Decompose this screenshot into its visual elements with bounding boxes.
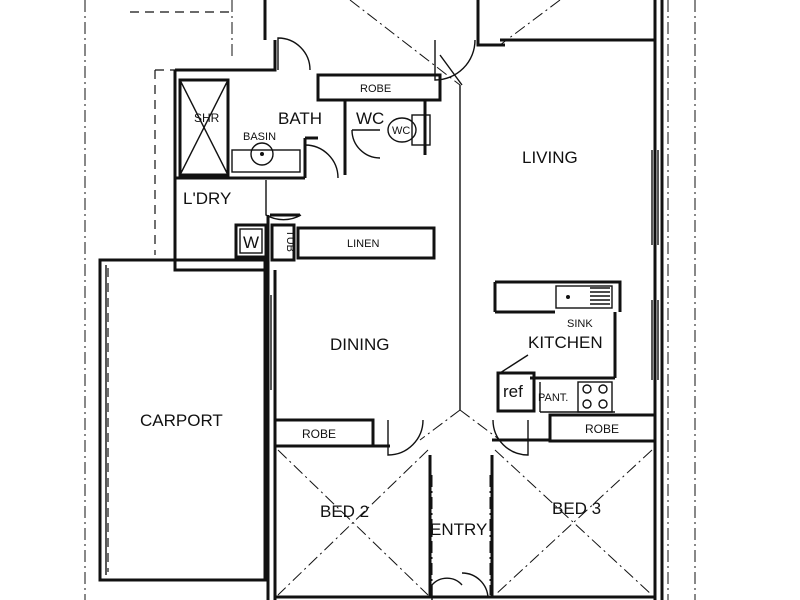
label-living: LIVING — [522, 148, 578, 167]
label-wc: WC — [356, 109, 384, 128]
label-ldry: L'DRY — [183, 189, 231, 208]
carport-structure — [98, 258, 267, 582]
label-bath: BATH — [278, 109, 322, 128]
fixtures — [178, 78, 615, 413]
label-linen: LINEN — [347, 238, 379, 250]
label-washer: W — [243, 233, 259, 252]
label-ref: ref — [503, 382, 523, 401]
label-basin: BASIN — [243, 131, 276, 143]
label-bed2: BED 2 — [320, 502, 369, 521]
label-carport: CARPORT — [140, 411, 223, 430]
label-wc-pan: WC — [392, 125, 410, 137]
label-tub: TUB — [284, 230, 296, 252]
label-robe-top: ROBE — [360, 83, 391, 95]
doors — [265, 37, 529, 600]
label-sink: SINK — [567, 318, 593, 330]
label-bed3: BED 3 — [552, 499, 601, 518]
label-pant: PANT. — [538, 392, 568, 404]
property-boundaries — [84, 0, 696, 600]
internal-walls — [175, 73, 657, 597]
label-kitchen: KITCHEN — [528, 333, 603, 352]
ceiling-lines — [277, 0, 653, 596]
label-entry: ENTRY — [430, 520, 487, 539]
label-dining: DINING — [330, 335, 390, 354]
label-robe-bed3: ROBE — [585, 422, 619, 436]
label-robe-bed2: ROBE — [302, 427, 336, 441]
room-labels: SHR BATH BASIN ROBE WC WC LIVING L'DRY W… — [140, 83, 619, 539]
label-shr: SHR — [194, 111, 220, 125]
